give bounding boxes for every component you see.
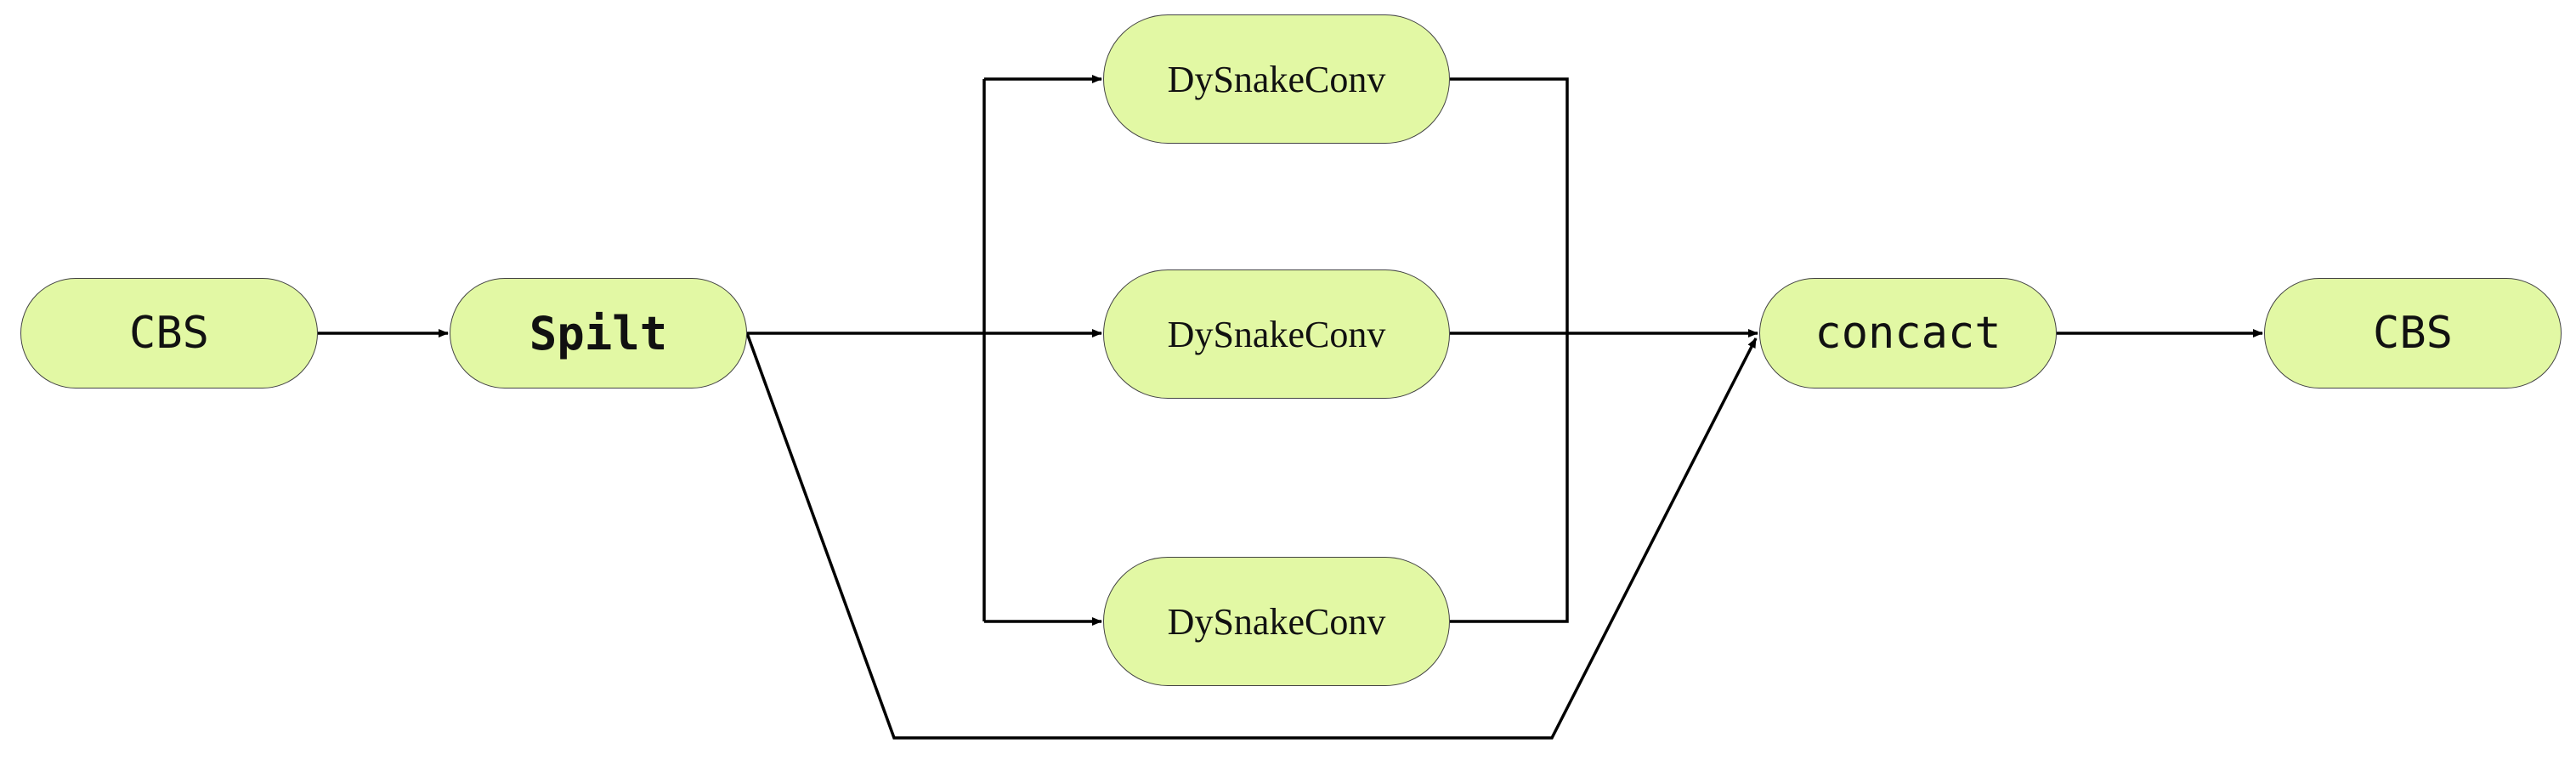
edge-dysnake-top-to-collector <box>1450 77 1569 623</box>
edge-split-bypass-to-concat <box>745 332 1758 740</box>
cbs-input-label: CBS <box>129 308 209 359</box>
split-node: Spilt <box>450 278 747 389</box>
dysnakeconv-top-label: DySnakeConv <box>1167 58 1386 100</box>
dysnakeconv-middle-node: DySnakeConv <box>1103 269 1450 399</box>
cbs-input-node: CBS <box>20 278 318 389</box>
concat-node: concact <box>1759 278 2057 389</box>
dysnakeconv-bottom-node: DySnakeConv <box>1103 557 1450 686</box>
concat-label: concact <box>1815 308 2001 359</box>
cbs-output-label: CBS <box>2373 308 2453 359</box>
dysnakeconv-top-node: DySnakeConv <box>1103 14 1450 144</box>
dysnakeconv-bottom-label: DySnakeConv <box>1167 600 1386 643</box>
dysnakeconv-middle-label: DySnakeConv <box>1167 313 1386 355</box>
cbs-output-node: CBS <box>2264 278 2562 389</box>
split-label: Spilt <box>529 306 668 360</box>
